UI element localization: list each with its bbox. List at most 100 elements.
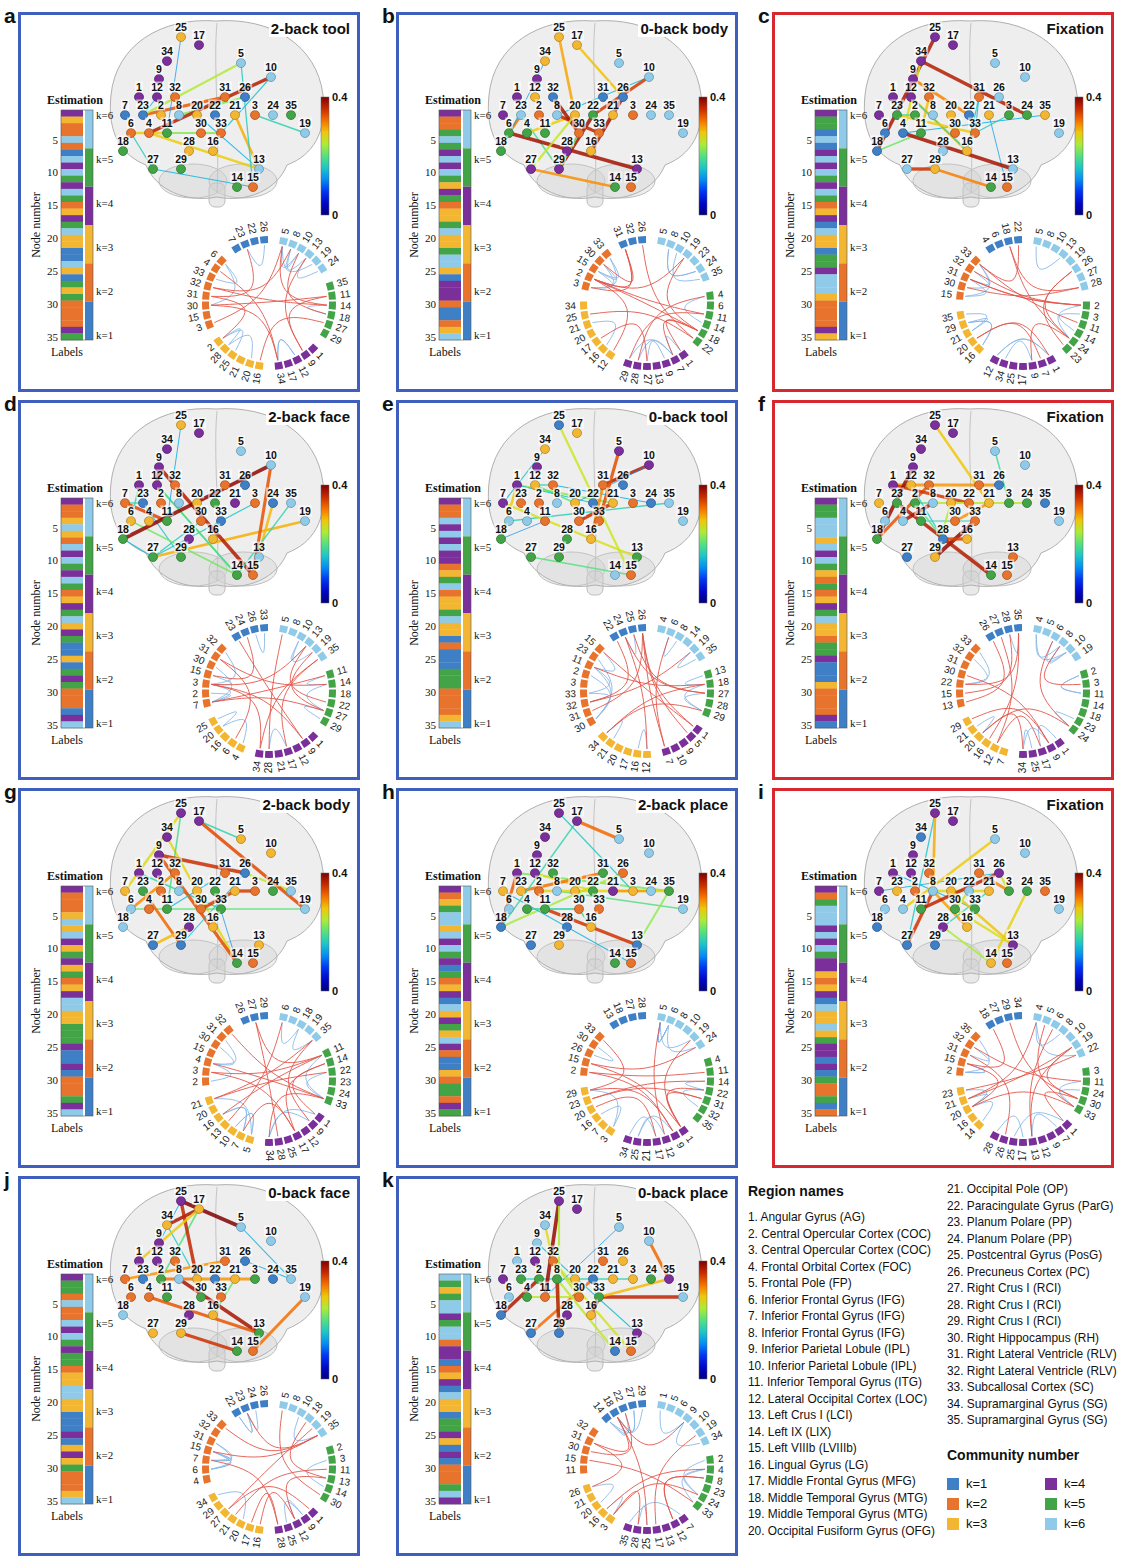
circle-node-number: 3 [570, 677, 577, 688]
circle-segment [638, 1012, 646, 1020]
circle-segment [670, 355, 680, 365]
node-number: 18 [116, 912, 130, 923]
estimation-cell [61, 1011, 83, 1018]
community-label: k=5 [850, 154, 867, 165]
node-number: 35 [284, 488, 298, 499]
circle-segment [638, 236, 646, 244]
circle-node-number: 26 [636, 221, 647, 233]
node-number: 11 [538, 894, 551, 905]
circle-node-number: 27 [642, 374, 652, 385]
circle-chord [997, 339, 1048, 355]
circle-chord [1044, 646, 1080, 684]
estimation-cell [439, 505, 461, 512]
estimation-cell [815, 695, 837, 702]
label-block [85, 148, 93, 186]
circle-node-number: 22 [245, 222, 257, 235]
circle-segment [666, 1015, 676, 1024]
estimation-cell [439, 261, 461, 268]
circle-segment [265, 751, 273, 758]
label-block [463, 575, 471, 613]
estimation-cell [61, 498, 83, 505]
axis-title: Node number [784, 580, 796, 646]
estimation-cell [61, 228, 83, 235]
node-number: 16 [206, 524, 220, 535]
estimation-cell [815, 524, 837, 531]
node-number: 12 [528, 82, 542, 93]
tick-label: 10 [801, 167, 812, 178]
estimation-cell [439, 248, 461, 255]
node-number: 14 [230, 948, 244, 959]
brain-node-sphere [1003, 183, 1012, 192]
circle-segment [586, 716, 596, 726]
estimation-cell [61, 629, 83, 636]
node-number: 3 [1005, 100, 1013, 111]
tick-label: 10 [425, 167, 436, 178]
brain-node-sphere [287, 499, 296, 508]
brain-node-sphere [163, 129, 172, 138]
circle-segment [296, 631, 306, 641]
estimation-cell [815, 261, 837, 268]
circle-segment [653, 1138, 662, 1146]
circle-segment [1019, 363, 1027, 370]
circle-segment [580, 1067, 588, 1076]
node-number: 9 [909, 64, 917, 75]
node-number: 30 [948, 118, 962, 129]
tick-label: 25 [425, 654, 436, 665]
estimation-cell [61, 117, 83, 124]
circle-chord [589, 693, 608, 702]
estimation-cell [815, 544, 837, 551]
colorbar-tick: 0 [710, 598, 716, 609]
estimation-cell [815, 577, 837, 584]
node-number: 14 [984, 172, 998, 183]
circle-node-number: 32 [565, 700, 578, 712]
node-number: 34 [160, 822, 174, 833]
node-number: 10 [1018, 450, 1032, 461]
circle-segment [581, 311, 589, 320]
circle-segment [580, 689, 587, 697]
estimation-cell [815, 182, 837, 189]
estimation-cell [61, 255, 83, 262]
node-number: 27 [146, 542, 160, 553]
estimation-cell [61, 557, 83, 564]
circle-segment [633, 1138, 642, 1146]
estimation-cell [61, 281, 83, 288]
label-block [463, 498, 471, 536]
circle-segment [1046, 743, 1056, 753]
circle-segment [965, 263, 975, 273]
brain-node-sphere [237, 835, 246, 844]
node-number: 19 [676, 118, 690, 129]
tick-label: 5 [431, 910, 437, 921]
circle-segment [208, 1104, 218, 1114]
node-number: 34 [538, 434, 552, 445]
circle-node-number: 28 [275, 1148, 287, 1161]
node-number: 5 [237, 48, 245, 59]
circle-node-number: 15 [941, 689, 952, 699]
estimation-cell [815, 189, 837, 196]
circle-chord [281, 1023, 298, 1044]
estimation-cell [815, 656, 837, 663]
community-label: k=1 [96, 718, 113, 729]
estimation-cell [439, 189, 461, 196]
circle-segment [628, 237, 637, 246]
circle-segment [657, 237, 666, 246]
circle-segment [957, 311, 965, 320]
brain-node-sphere [647, 499, 656, 508]
circle-segment [956, 689, 963, 697]
circle-segment [1074, 328, 1084, 338]
label-block [463, 110, 471, 148]
estimation-cell [439, 531, 461, 538]
estimation-cell [439, 998, 461, 1005]
brain-node-sphere [195, 41, 204, 50]
estimation-cell [61, 886, 83, 893]
estimation-cell [61, 274, 83, 281]
circle-segment [314, 1112, 324, 1122]
node-number: 3 [629, 488, 637, 499]
tick-label: 35 [801, 331, 812, 342]
panel-title: 0-back body [638, 20, 730, 37]
estimation-cell [439, 537, 461, 544]
circle-segment [702, 320, 711, 330]
node-number: 12 [528, 858, 542, 869]
node-number: 33 [214, 118, 228, 129]
estimation-cell [439, 675, 461, 682]
circle-segment [1062, 344, 1072, 354]
